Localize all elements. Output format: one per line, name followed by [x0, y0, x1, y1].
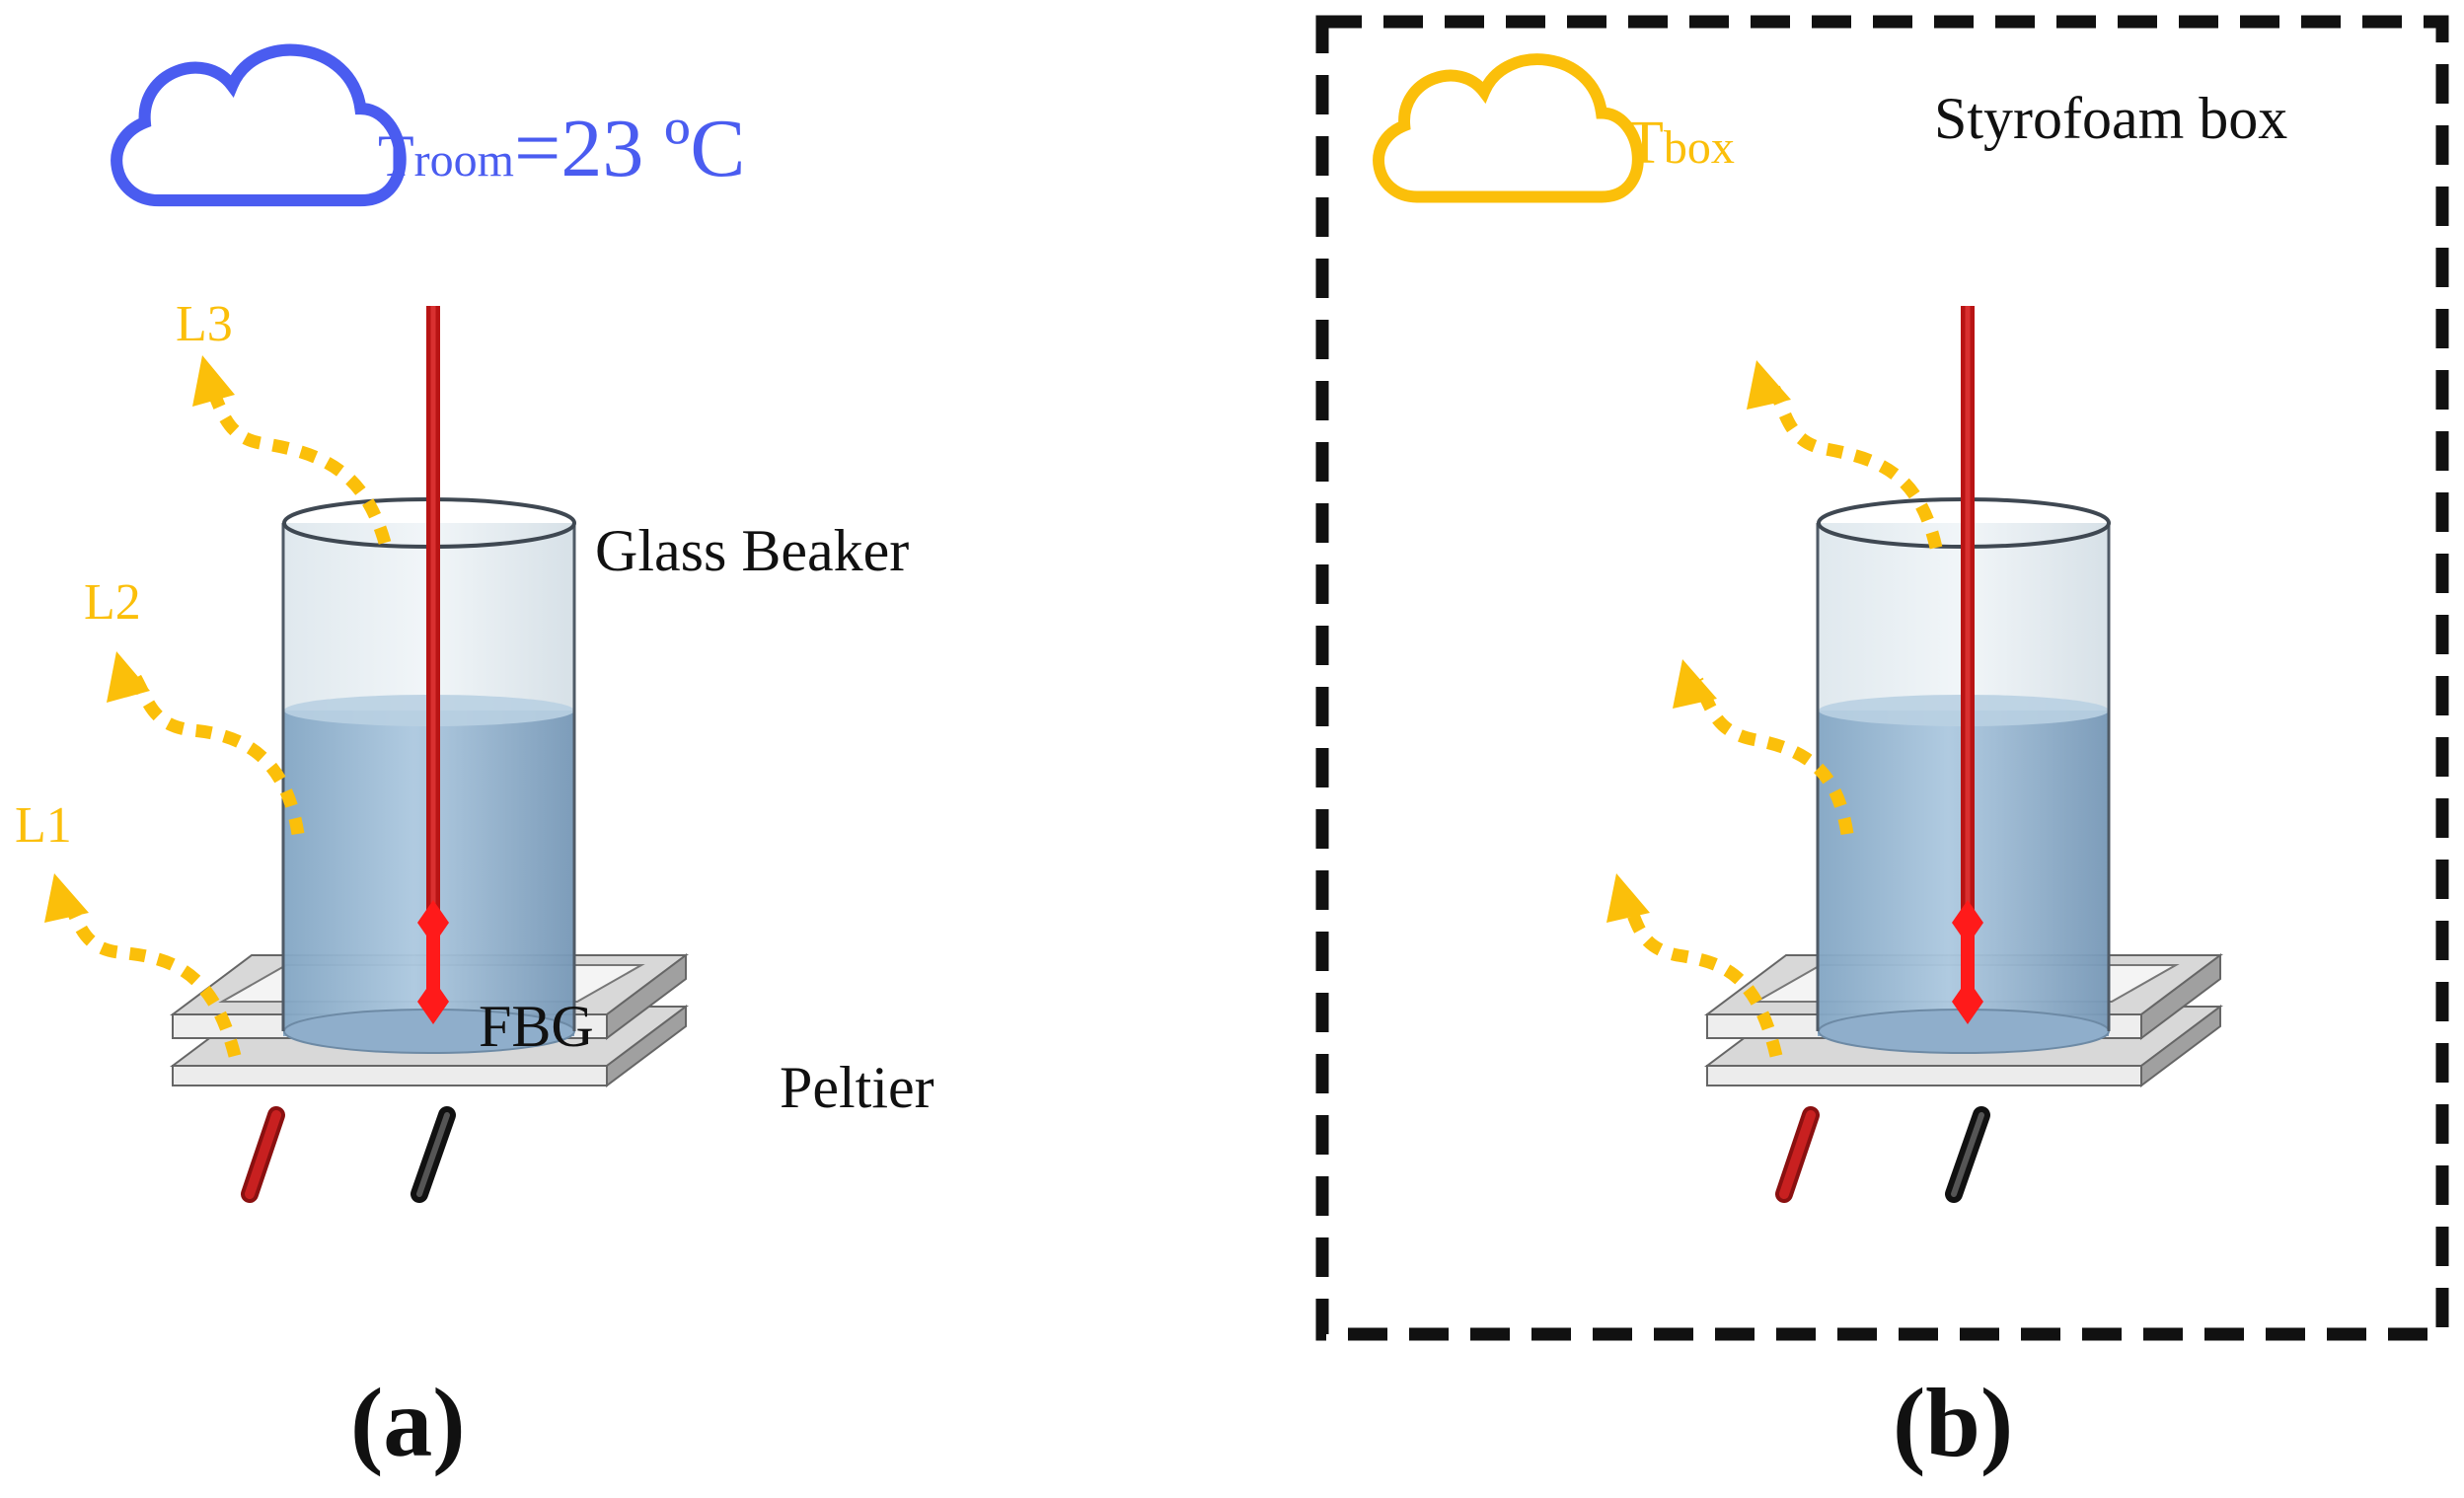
room-cloud-icon	[116, 50, 400, 200]
heat-loss-arrow-l3	[199, 371, 392, 545]
heat-loss-arrow-b2	[1691, 677, 1854, 836]
room-temperature-label: Troom=23 ºC	[378, 103, 745, 194]
heat-loss-arrow-b3	[1765, 379, 1943, 550]
heat-loss-arrowhead-b3	[1747, 360, 1791, 410]
heat-loss-arrow-l2	[125, 667, 305, 836]
caption-a: (a)	[350, 1368, 466, 1477]
fbg-label: FBG	[479, 994, 594, 1059]
heat-loss-arrow-l1	[58, 889, 242, 1058]
heat-loss-arrowhead-b2	[1673, 659, 1717, 709]
glass-beaker-label: Glass Beaker	[595, 518, 909, 583]
leak-label-l2: L2	[84, 574, 141, 631]
styrofoam-box-label: Styrofoam box	[1934, 86, 2287, 151]
caption-b: (b)	[1893, 1368, 2013, 1477]
panel-a: Troom=23 ºC L3 L2 L1 Glass Beaker FBG Pe…	[15, 50, 934, 1477]
heat-loss-arrowhead-l2	[107, 651, 150, 703]
heat-loss-arrowhead-l1	[44, 873, 89, 923]
box-cloud-icon	[1379, 59, 1638, 196]
heat-loss-arrow-b1	[1620, 895, 1783, 1058]
leak-label-l1: L1	[15, 797, 72, 854]
setup-assembly-b	[1707, 306, 2220, 1194]
peltier-label: Peltier	[780, 1055, 934, 1120]
leak-label-l3: L3	[176, 296, 233, 352]
heat-loss-arrowhead-l3	[192, 355, 235, 407]
heat-loss-arrowhead-b1	[1606, 873, 1650, 923]
styrofoam-box-outline	[1315, 15, 2449, 1341]
panel-b: Tbox Styrofoam box (b)	[1315, 15, 2449, 1477]
box-temperature-label: Tbox	[1626, 110, 1735, 177]
